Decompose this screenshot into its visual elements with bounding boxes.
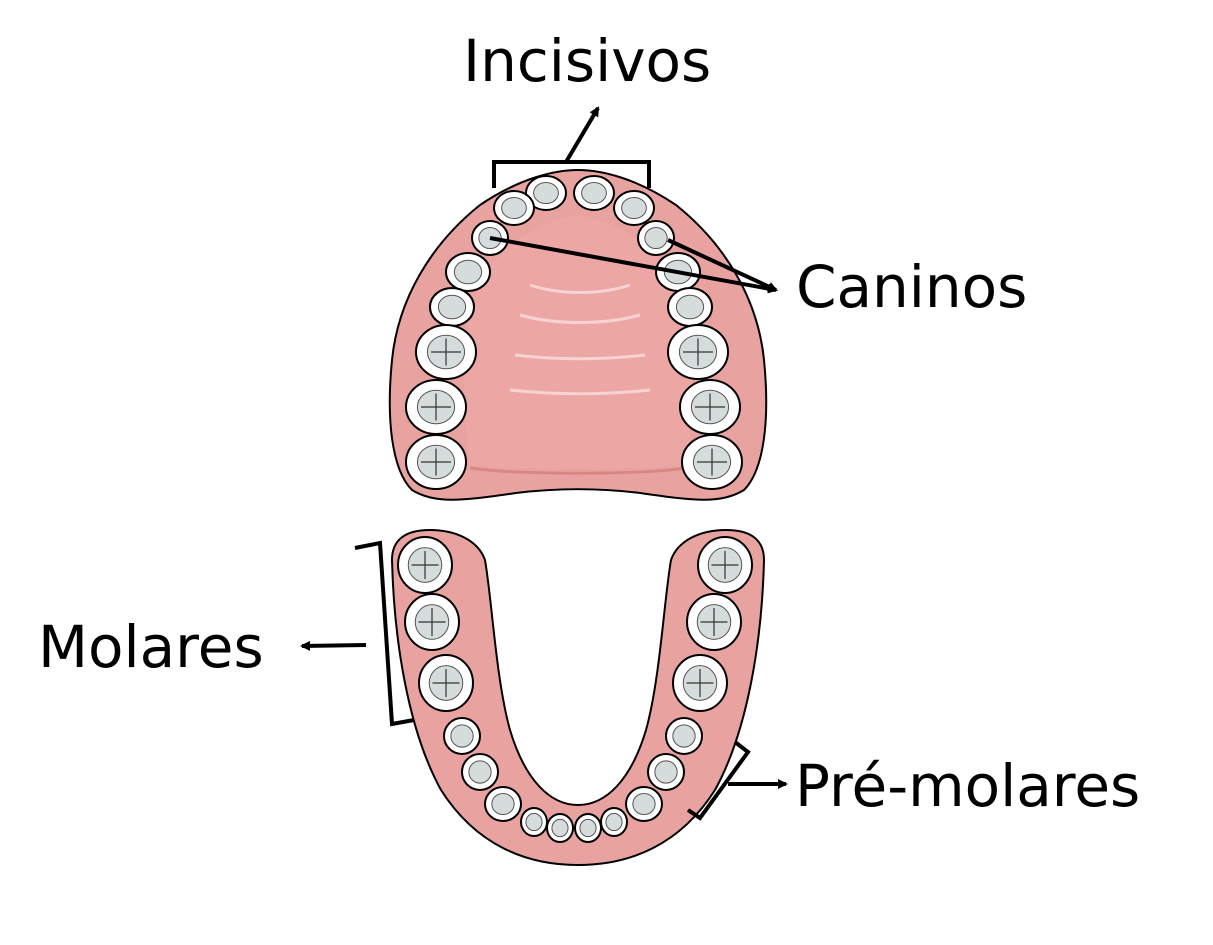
caninos-arrow-right [667,238,778,292]
upper-molar [667,324,729,380]
upper-incisor [613,190,655,226]
lower-canine [484,786,522,822]
upper-teeth [405,175,743,490]
lower-premolar [665,717,703,755]
upper-molar [679,379,741,435]
upper-molar [405,434,467,490]
lower-molar [418,654,474,712]
upper-molar [681,434,743,490]
lower-premolar [647,753,685,791]
caninos-arrow-left [489,236,778,294]
label-incisivos: Incisivos [463,27,712,95]
incisivos-arrow [564,106,600,164]
upper-incisor [493,190,535,226]
lower-molar [404,593,460,651]
upper-molar [415,324,477,380]
upper-molar [405,379,467,435]
lower-incisor [600,807,628,837]
molares-arrow [300,640,367,651]
lower-dental-arch [390,528,766,867]
lower-incisor [546,813,574,843]
lower-molar [686,593,742,651]
upper-incisor [525,175,567,211]
upper-canine [637,220,675,256]
lower-premolar [461,753,499,791]
palatal-rugae [509,283,651,396]
label-molares: Molares [38,613,264,681]
lower-incisor [574,813,602,843]
lower-canine [625,786,663,822]
lower-molar [672,654,728,712]
upper-premolar [667,287,713,327]
lower-molar [697,536,753,594]
lower-premolar [443,717,481,755]
label-pointers [300,106,788,821]
label-caninos: Caninos [796,253,1028,321]
premolares-bracket [686,740,751,821]
label-premolares: Pré-molares [795,752,1141,820]
upper-dental-arch [388,168,768,501]
upper-incisor [573,175,615,211]
upper-premolar [445,252,491,292]
upper-premolar [429,287,475,327]
lower-molar [397,536,453,594]
molares-bracket [354,540,415,727]
upper-palate [464,215,692,469]
lower-incisor [520,807,548,837]
lower-teeth [397,536,753,843]
upper-palate-edge [469,466,687,475]
incisivos-bracket [492,160,651,188]
